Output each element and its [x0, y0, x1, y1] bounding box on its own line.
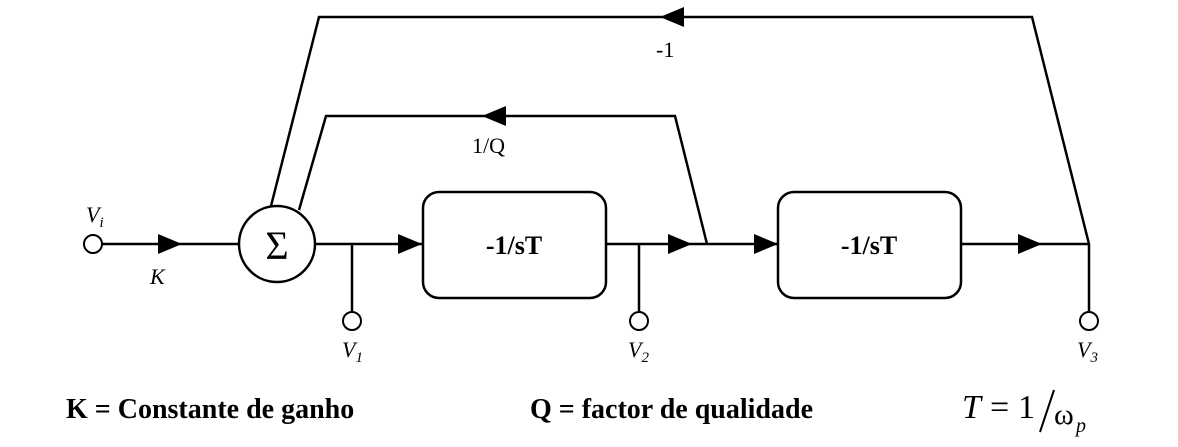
t-symbol: T [962, 389, 983, 426]
input-terminal-vi: Vi [83, 202, 104, 254]
t-omega: ω [1054, 398, 1074, 431]
outer-feedback-label: -1 [656, 37, 674, 62]
outer-feedback-path [269, 15, 1091, 245]
t-equals: = [990, 389, 1009, 426]
gain-label: K [149, 264, 166, 289]
v3-terminal-circle [1079, 311, 1099, 331]
legend-q-definition: Q = factor de qualidade [530, 394, 813, 425]
block1-label: -1/sT [486, 231, 542, 260]
inner-feedback-arrow [482, 106, 506, 126]
block1-output-arrow [668, 234, 692, 254]
block2-label: -1/sT [841, 231, 897, 260]
v2-label: V2 [628, 337, 649, 366]
v1-label: V1 [342, 337, 363, 366]
v2-terminal-circle [629, 311, 649, 331]
legend-k-definition: K = Constante de ganho [66, 394, 354, 425]
vi-label: Vi [86, 202, 104, 231]
block2-input-arrow [754, 234, 778, 254]
block2-output-arrow [1018, 234, 1042, 254]
summing-junction: Σ [237, 204, 317, 284]
summer-symbol: Σ [265, 223, 288, 268]
vi-terminal-circle [83, 234, 103, 254]
t-fraction-slash [1039, 389, 1055, 433]
legend-t-definition: T = 1 ω p [962, 389, 1086, 437]
outer-feedback-arrow [660, 7, 684, 27]
block1-input-arrow [398, 234, 422, 254]
integrator-block-1: -1/sT [421, 190, 608, 300]
t-numerator: 1 [1018, 389, 1035, 426]
t-omega-subscript: p [1074, 415, 1086, 437]
gain-arrow [158, 234, 182, 254]
inner-feedback-label: 1/Q [472, 133, 505, 158]
integrator-block-2: -1/sT [776, 190, 963, 300]
v1-terminal-circle [342, 311, 362, 331]
v3-label: V3 [1077, 337, 1098, 366]
